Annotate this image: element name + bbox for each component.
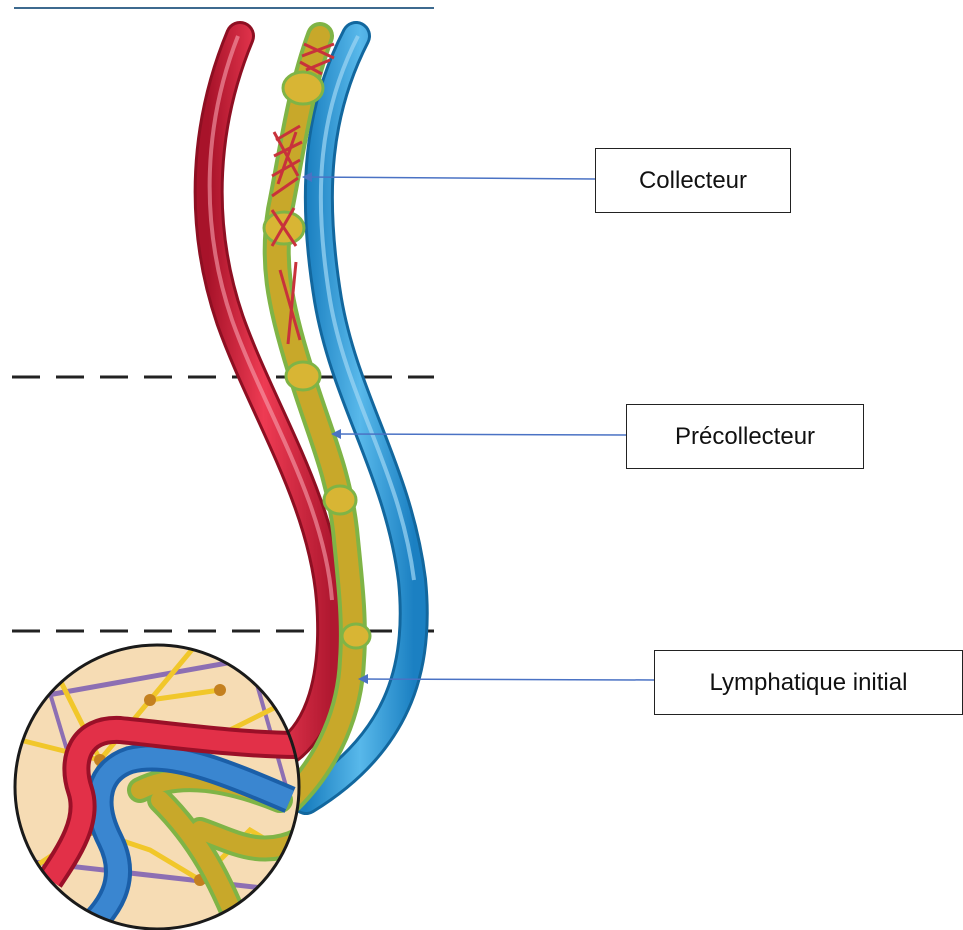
arrow-precollecteur	[333, 434, 626, 435]
arrow-collecteur	[304, 177, 595, 179]
label-precollecteur: Précollecteur	[626, 404, 864, 469]
label-lymphatique-initial: Lymphatique initial	[654, 650, 963, 715]
arrow-initial	[360, 679, 654, 680]
magnified-tissue-circle	[10, 640, 310, 930]
label-collecteur: Collecteur	[595, 148, 791, 213]
